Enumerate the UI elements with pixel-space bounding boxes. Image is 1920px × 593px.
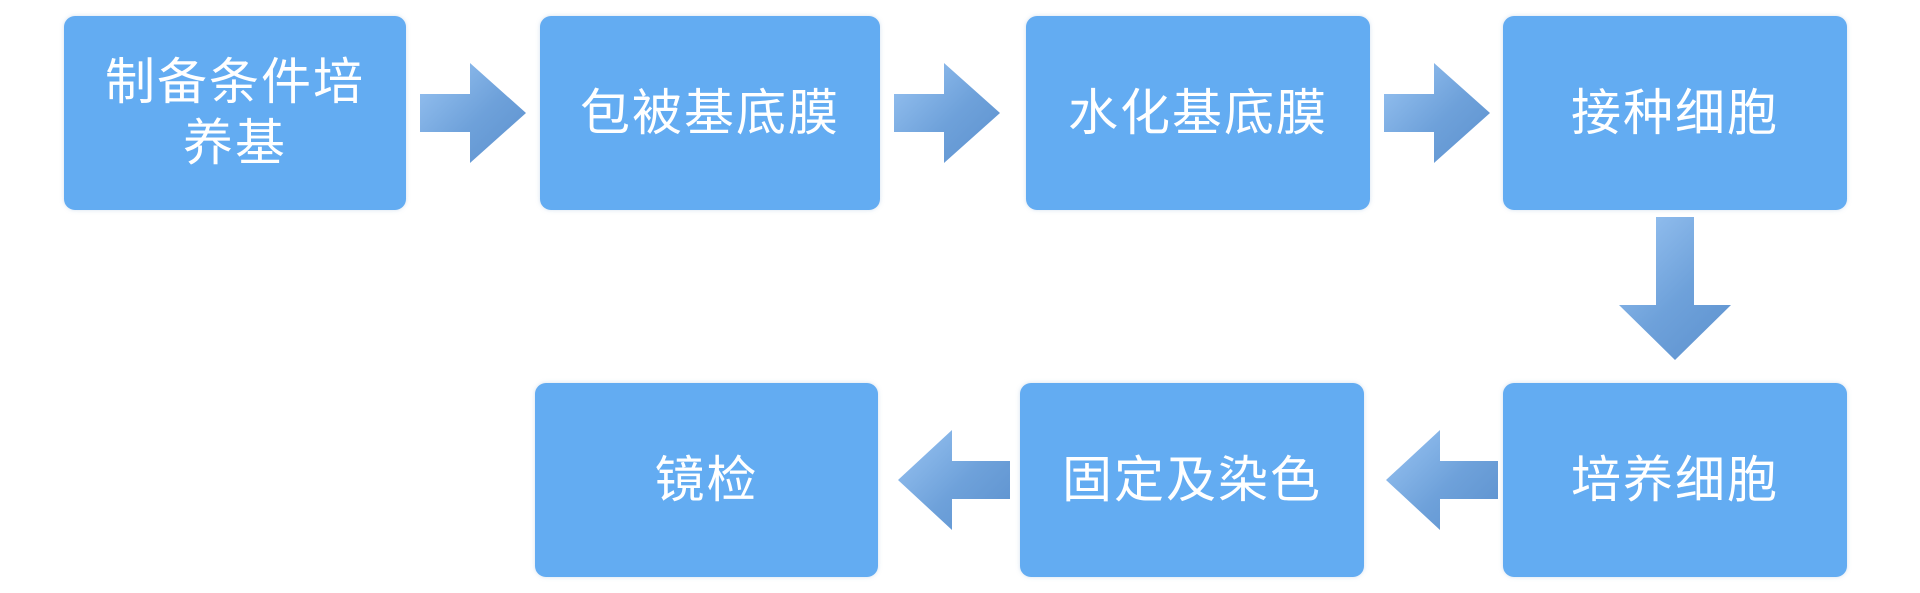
flow-step-label: 培养细胞 bbox=[1571, 451, 1779, 508]
flow-step-label: 水化基底膜 bbox=[1068, 84, 1328, 141]
flow-step-hydrate-basement-membrane: 水化基底膜 bbox=[1026, 16, 1370, 210]
flow-step-fix-and-stain: 固定及染色 bbox=[1020, 383, 1364, 577]
flow-step-microscopy: 镜检 bbox=[535, 383, 878, 577]
flow-step-prepare-conditioned-medium: 制备条件培养基 bbox=[64, 16, 406, 210]
flow-step-label: 包被基底膜 bbox=[580, 84, 840, 141]
arrow-right-icon-3 bbox=[1384, 63, 1490, 163]
arrow-left-icon-2 bbox=[898, 430, 1010, 530]
flow-step-culture-cells: 培养细胞 bbox=[1503, 383, 1847, 577]
arrow-right-icon-1 bbox=[420, 63, 526, 163]
flow-step-label: 固定及染色 bbox=[1062, 451, 1322, 508]
flow-step-label: 接种细胞 bbox=[1571, 84, 1779, 141]
flow-step-label: 制备条件培养基 bbox=[105, 54, 365, 171]
flow-step-coat-basement-membrane: 包被基底膜 bbox=[540, 16, 880, 210]
arrow-right-icon-2 bbox=[894, 63, 1000, 163]
arrow-left-icon-1 bbox=[1386, 430, 1498, 530]
arrow-down-icon bbox=[1619, 217, 1731, 360]
flow-step-seed-cells: 接种细胞 bbox=[1503, 16, 1847, 210]
flow-step-label: 镜检 bbox=[654, 451, 759, 508]
